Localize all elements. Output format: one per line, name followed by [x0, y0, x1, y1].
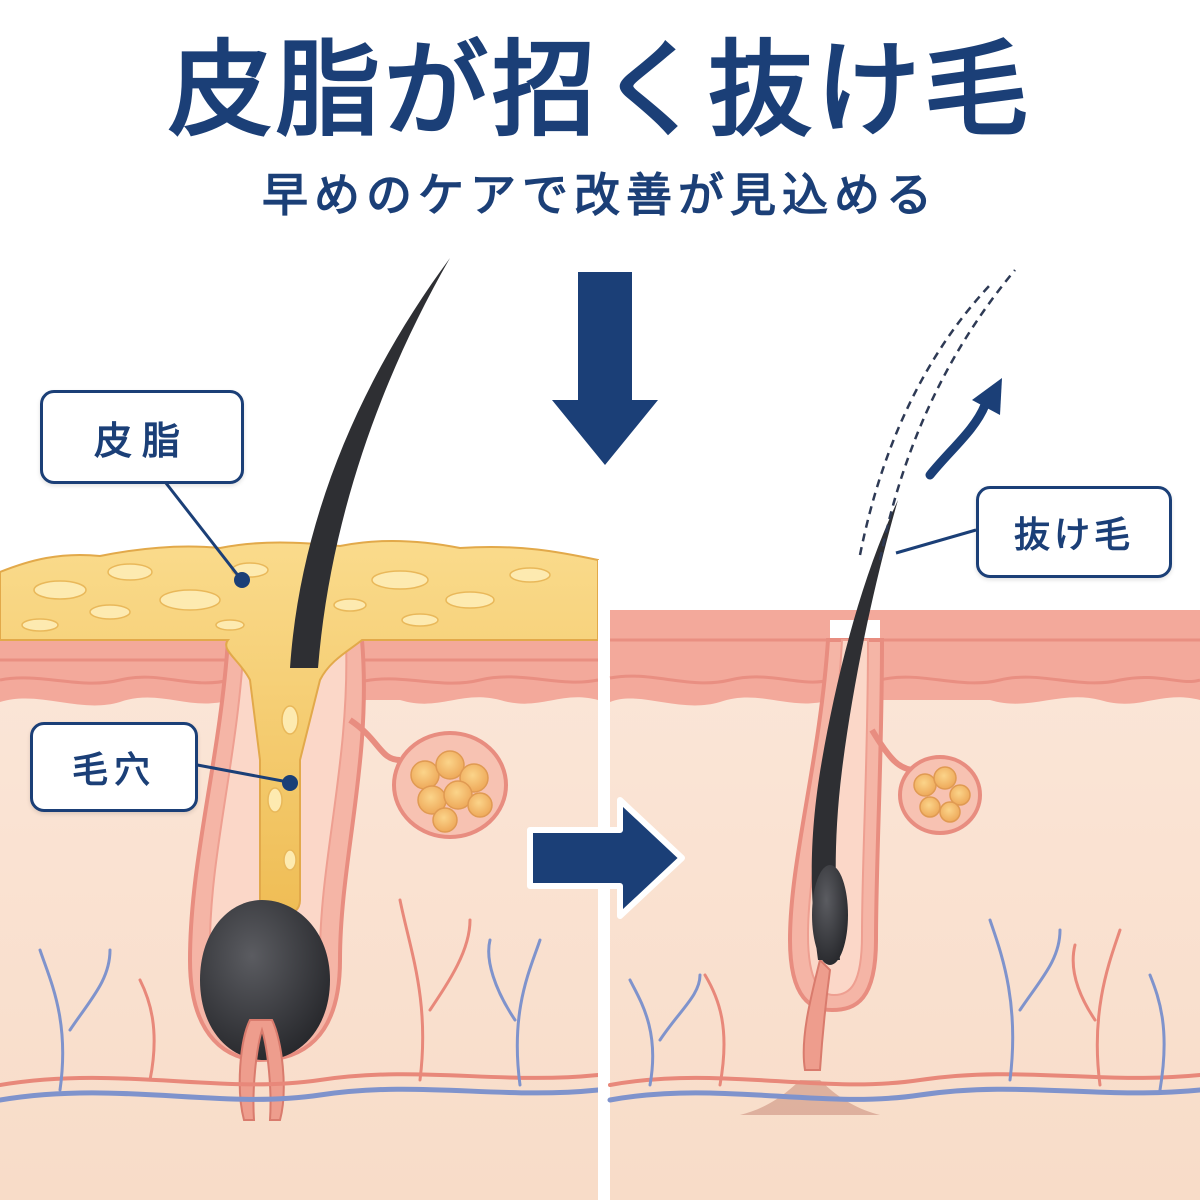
- label-pore: 毛穴: [30, 722, 198, 812]
- page-title: 皮脂が招く抜け毛: [167, 29, 1032, 151]
- left-hair-shaft: [290, 258, 450, 668]
- page-subtitle: 早めのケアで改善が見込める: [262, 168, 938, 222]
- pore-callout-line: [191, 762, 289, 784]
- sebum-callout-dot: [234, 572, 250, 588]
- left-panel: [0, 258, 601, 1200]
- left-epidermis: [0, 636, 598, 706]
- label-hair-loss-text: 抜け毛: [1013, 515, 1134, 556]
- left-dermal-papilla: [238, 1019, 285, 1121]
- right-epidermis-lines: [609, 638, 1200, 685]
- hairloss-callout-line: [895, 528, 977, 555]
- label-sebum: 皮脂: [40, 390, 244, 484]
- sebum-callout-line: [160, 477, 242, 579]
- right-blood-vessels: [607, 918, 1200, 1103]
- hair-exit-path-outer: [878, 269, 1016, 561]
- right-epidermis: [610, 610, 1200, 706]
- label-hair-loss: 抜け毛: [976, 486, 1172, 578]
- right-gland-cells: [913, 766, 971, 823]
- pore-callout-dot: [282, 775, 298, 791]
- right-dermis: [610, 640, 1200, 1200]
- sebum-bubbles: [21, 562, 551, 871]
- left-gland-cells: [410, 750, 493, 833]
- right-hair-bulb: [812, 865, 848, 965]
- right-hair-shaft: [811, 500, 898, 960]
- left-hair-bulb: [200, 900, 330, 1060]
- left-gland-duct: [348, 717, 401, 763]
- arrow-right-icon: [527, 797, 685, 919]
- right-panel: [607, 269, 1200, 1200]
- label-pore-text: 毛穴: [71, 750, 156, 791]
- curved-arrow-head: [972, 378, 1002, 415]
- hair-exit-path-inner: [858, 284, 991, 556]
- curved-arrow-up-icon: [925, 400, 990, 480]
- right-dermal-papilla: [802, 958, 832, 1071]
- left-blood-vessels: [0, 898, 601, 1103]
- arrow-down-icon: [552, 272, 658, 465]
- label-sebum-text: 皮脂: [93, 418, 190, 463]
